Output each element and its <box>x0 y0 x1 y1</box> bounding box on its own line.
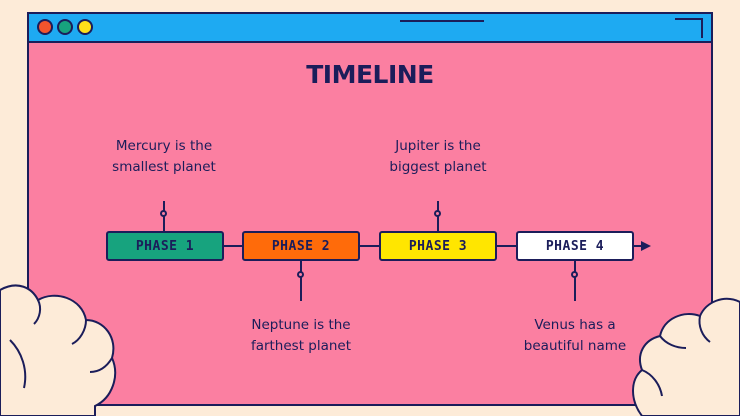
minimize-dot-icon[interactable] <box>57 19 73 35</box>
cloud-left-icon <box>0 284 117 416</box>
corner-bracket-icon <box>675 18 703 38</box>
phase-1-label: PHASE 1 <box>135 238 195 254</box>
phase-3-note-line-2: biggest planet <box>389 159 487 175</box>
timeline-axis <box>106 245 646 247</box>
phase-4-connector <box>574 261 576 301</box>
phase-4-note-line-1: Venus has a <box>534 317 616 333</box>
close-dot-icon[interactable] <box>37 19 53 35</box>
phase-2-note-line-1: Neptune is the <box>251 317 351 333</box>
phase-1-note-line-2: smallest planet <box>112 159 216 175</box>
timeline-arrow-icon <box>641 241 651 251</box>
phase-1-box: PHASE 1 <box>106 231 224 261</box>
cloud-right-icon <box>632 297 740 416</box>
phase-4-label: PHASE 4 <box>545 238 605 254</box>
phase-4-knob <box>571 271 578 278</box>
phase-3-note-line-1: Jupiter is the <box>395 138 481 154</box>
phase-2-box: PHASE 2 <box>242 231 360 261</box>
phase-4-box: PHASE 4 <box>516 231 634 261</box>
maximize-dot-icon[interactable] <box>77 19 93 35</box>
browser-window <box>27 12 713 406</box>
window-titlebar <box>29 14 711 43</box>
page-title: TIMELINE <box>306 60 434 89</box>
titlebar-line <box>400 20 484 22</box>
phase-2-note: Neptune is the farthest planet <box>221 315 381 357</box>
phase-3-note: Jupiter is the biggest planet <box>358 136 518 178</box>
phase-4-note-line-2: beautiful name <box>523 338 627 354</box>
phase-1-note: Mercury is the smallest planet <box>84 136 244 178</box>
phase-1-knob <box>160 210 167 217</box>
phase-3-box: PHASE 3 <box>379 231 497 261</box>
phase-2-connector <box>300 261 302 301</box>
phase-2-note-line-2: farthest planet <box>250 338 352 354</box>
phase-2-label: PHASE 2 <box>271 238 331 254</box>
phase-4-note: Venus has a beautiful name <box>495 315 655 357</box>
phase-3-knob <box>434 210 441 217</box>
phase-2-knob <box>297 271 304 278</box>
phase-1-note-line-1: Mercury is the <box>115 138 213 154</box>
phase-3-label: PHASE 3 <box>408 238 468 254</box>
